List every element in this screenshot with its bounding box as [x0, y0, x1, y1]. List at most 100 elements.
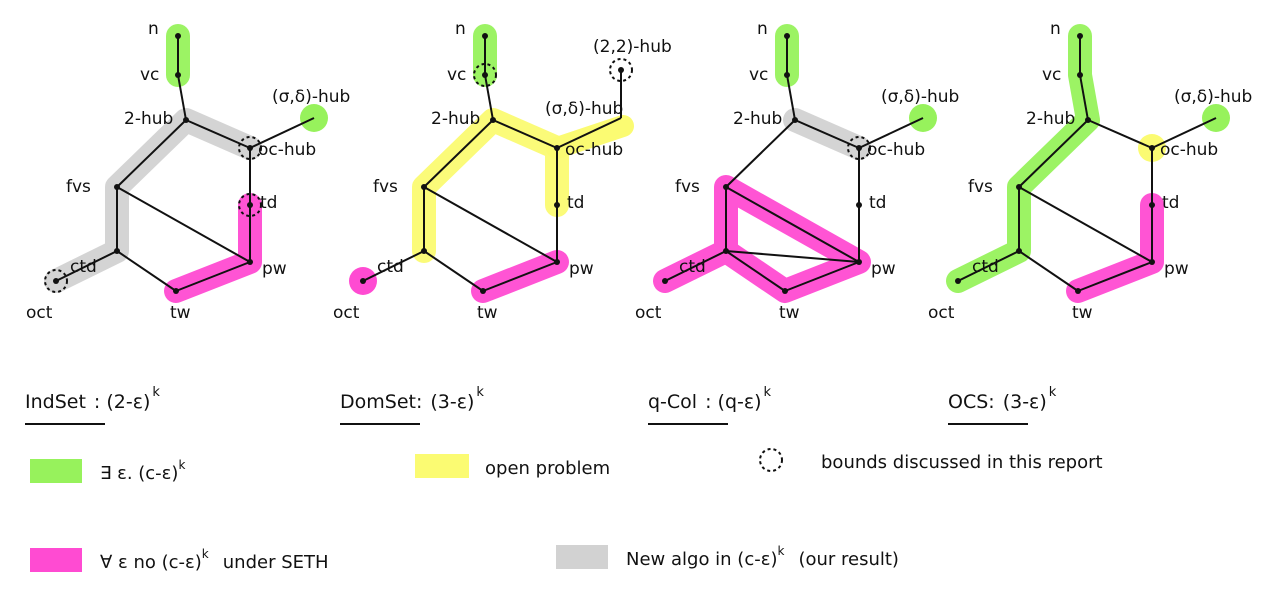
node-ochub	[1149, 145, 1155, 151]
node-fvs	[421, 184, 427, 190]
edge-fvs-pw	[423, 186, 558, 263]
label-vc: vc	[140, 65, 159, 85]
edge-ctd-pw	[725, 250, 860, 263]
node-oct	[662, 278, 668, 284]
highlight-green-path	[946, 24, 1100, 293]
label-pw: pw	[262, 259, 287, 279]
node-ochub	[247, 145, 253, 151]
label-sdhub: (σ,δ)-hub	[272, 87, 350, 107]
node-ctd	[114, 248, 120, 254]
node-ctd	[421, 248, 427, 254]
label-fvs: fvs	[968, 177, 993, 197]
highlight-magenta-path	[1066, 193, 1164, 303]
caption-problem: q-Col	[648, 391, 697, 413]
edge-fvs-pw	[116, 186, 251, 263]
caption-exponent: k	[152, 385, 160, 400]
edge-hub2-fvs	[725, 119, 796, 188]
label-oct: oct	[333, 303, 360, 323]
edge-ctd-tw	[725, 250, 786, 292]
node-n	[1077, 33, 1083, 39]
label-td: td	[869, 193, 886, 213]
label-oct: oct	[928, 303, 955, 323]
edge-vc-hub2	[177, 74, 187, 121]
node-n	[784, 33, 790, 39]
legend-swatch-gray	[556, 545, 608, 569]
edge-fvs-pw	[1018, 186, 1153, 263]
node-oct	[53, 278, 59, 284]
node-tw	[173, 288, 179, 294]
label-fvs: fvs	[66, 177, 91, 197]
node-vc	[482, 72, 488, 78]
edge-vc-hub2	[786, 74, 796, 121]
label-td: td	[1162, 193, 1179, 213]
caption-bound: : (q-ε)	[705, 391, 761, 413]
dashed-circle-td	[238, 193, 262, 217]
edge-ctd-tw	[1018, 250, 1079, 292]
caption-bound: (3-ε)	[430, 391, 474, 413]
edge-ochub-sdhub	[556, 117, 622, 149]
label-n: n	[455, 19, 466, 39]
label-td: td	[260, 193, 277, 213]
node-hub2	[183, 117, 189, 123]
label-ctd: ctd	[377, 257, 404, 277]
caption-problem: IndSet	[25, 391, 86, 413]
edge-hub2-fvs	[423, 119, 494, 188]
edge-tw-pw	[1077, 261, 1153, 292]
edge-ctd-oct	[664, 250, 727, 282]
label-sdhub: (σ,δ)-hub	[545, 99, 623, 119]
label-ochub: oc-hub	[258, 140, 316, 160]
edge-vc-hub2	[484, 74, 494, 121]
node-oct	[360, 278, 366, 284]
edge-hub2-fvs	[1018, 119, 1089, 188]
label-ochub: oc-hub	[867, 140, 925, 160]
label-ctd: ctd	[70, 257, 97, 277]
edge-hub2-ochub	[1087, 119, 1153, 149]
label-n: n	[1050, 19, 1061, 39]
node-vc	[175, 72, 181, 78]
node-vc	[1077, 72, 1083, 78]
caption-problem: DomSet:	[340, 391, 422, 413]
label-oct: oct	[26, 303, 53, 323]
label-oct: oct	[635, 303, 662, 323]
label-fvs: fvs	[373, 177, 398, 197]
legend-swatch-yellow	[415, 454, 469, 478]
edge-ctd-oct	[957, 250, 1020, 282]
legend-label: open problem	[485, 458, 610, 479]
edge-tw-pw	[482, 261, 558, 292]
label-tw: tw	[477, 303, 498, 323]
node-fvs	[723, 184, 729, 190]
caption-problem: OCS:	[948, 391, 995, 413]
caption-indset: IndSet: (2-ε)k	[25, 385, 160, 413]
caption-exponent: k	[476, 385, 484, 400]
caption-domset: DomSet: (3-ε)k	[340, 385, 484, 413]
legend-swatch-green	[30, 459, 82, 483]
highlight-yellow-extension	[546, 115, 634, 159]
node-oct	[955, 278, 961, 284]
node-pw	[247, 259, 253, 265]
caption-bound: (3-ε)	[1003, 391, 1047, 413]
label-tw: tw	[1072, 303, 1093, 323]
node-pw	[1149, 259, 1155, 265]
label-n: n	[148, 19, 159, 39]
node-ctd	[1016, 248, 1022, 254]
node-vc	[784, 72, 790, 78]
label-hub22: (2,2)-hub	[593, 37, 672, 57]
caption-exponent: k	[764, 385, 772, 400]
label-tw: tw	[779, 303, 800, 323]
caption-exponent: k	[1049, 385, 1057, 400]
edge-fvs-pw	[725, 186, 860, 263]
node-ctd	[723, 248, 729, 254]
node-n	[482, 33, 488, 39]
label-td: td	[567, 193, 584, 213]
edge-tw-pw	[175, 261, 251, 292]
node-td	[247, 202, 253, 208]
label-hub2: 2-hub	[1026, 109, 1075, 129]
label-sdhub: (σ,δ)-hub	[1174, 87, 1252, 107]
node-td	[554, 202, 560, 208]
edge-ctd-oct	[362, 250, 425, 282]
